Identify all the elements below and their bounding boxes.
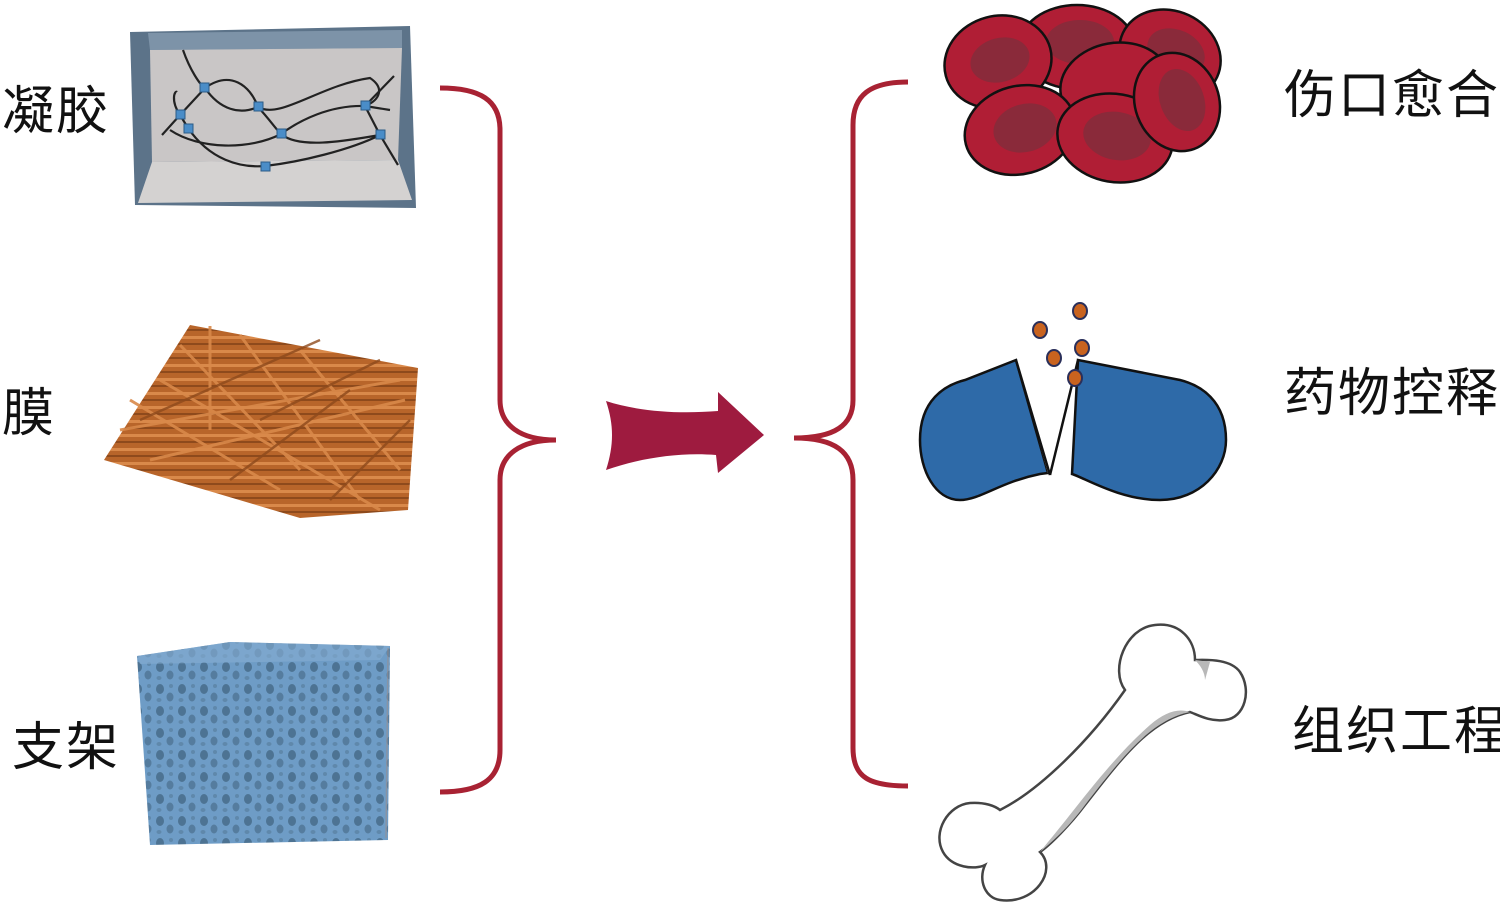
fiber-membrane-icon xyxy=(104,325,418,518)
porous-scaffold-icon xyxy=(137,642,390,845)
drug-particle xyxy=(1032,321,1048,339)
drug-particle xyxy=(1074,339,1090,357)
drug-particles xyxy=(1032,302,1090,387)
label-scaffold: 支架 xyxy=(12,718,121,778)
label-drug-release: 药物控释 xyxy=(1284,364,1500,424)
label-hydrogel: 凝胶 xyxy=(2,82,111,142)
left-brace xyxy=(439,85,557,795)
drug-particle xyxy=(1067,369,1083,387)
hydrogel-network-icon xyxy=(130,26,416,208)
label-wound-healing: 伤口愈合 xyxy=(1284,66,1500,126)
label-membrane: 膜 xyxy=(2,384,57,444)
red-blood-cells-icon xyxy=(943,3,1222,184)
drug-particle xyxy=(1072,302,1088,320)
bone-icon xyxy=(938,623,1248,902)
right-brace xyxy=(793,79,909,789)
arrow-right-icon xyxy=(606,392,764,473)
drug-particle xyxy=(1046,349,1062,367)
label-tissue-engineering: 组织工程 xyxy=(1292,702,1500,762)
